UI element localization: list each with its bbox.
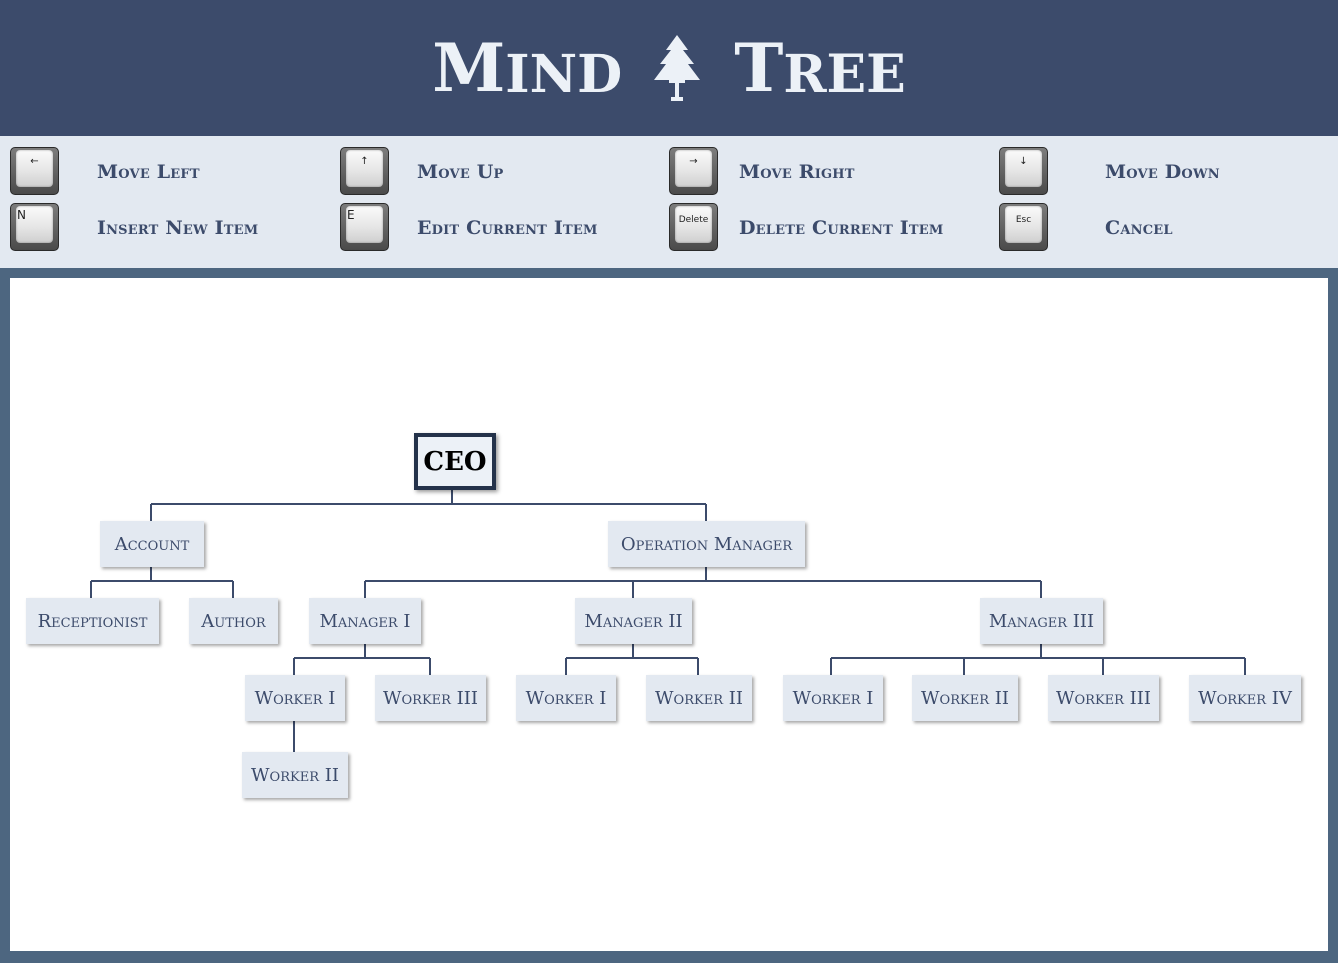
node-manager-i[interactable]: Manager I [309, 598, 421, 644]
shortcut-label: Move Left [97, 161, 200, 183]
mind-map-canvas[interactable]: CEO Account Operation Manager Receptioni… [10, 278, 1328, 951]
node-account[interactable]: Account [100, 521, 204, 567]
key-glyph: N [17, 208, 26, 222]
esc-key-icon: Esc [999, 203, 1048, 251]
tree-connectors [90, 490, 1246, 752]
shortcut-label: Cancel [1105, 217, 1173, 239]
shortcut-legend: ← Move Left ↑ Move Up → Move Right ↓ Mov… [0, 136, 1338, 268]
node-worker-ii[interactable]: Worker II [646, 675, 752, 721]
arrow-up-key-icon: ↑ [340, 147, 389, 195]
key-glyph: ↓ [1019, 156, 1028, 167]
arrow-down-key-icon: ↓ [999, 147, 1048, 195]
key-glyph: Esc [1015, 215, 1032, 225]
key-glyph: → [689, 156, 698, 167]
connector-manager1-children [293, 644, 431, 675]
shortcut-move-down: ↓ Move Down [999, 147, 1329, 197]
shortcut-insert-new-item: N Insert New Item [10, 203, 340, 253]
title-initial: M [432, 29, 506, 107]
connector-manager3-children [830, 644, 1246, 675]
node-receptionist[interactable]: Receptionist [26, 598, 159, 644]
shortcut-label: Move Up [417, 161, 504, 183]
node-operation-manager[interactable]: Operation Manager [608, 521, 805, 567]
title-rest: REE [783, 44, 906, 105]
node-worker-iii[interactable]: Worker III [1048, 675, 1159, 721]
node-worker-ii[interactable]: Worker II [242, 752, 348, 798]
shortcut-label: Move Down [1105, 161, 1220, 183]
node-worker-iii[interactable]: Worker III [375, 675, 486, 721]
node-manager-ii[interactable]: Manager II [575, 598, 692, 644]
connector-manager2-children [565, 644, 699, 675]
shortcut-cancel: Esc Cancel [999, 203, 1329, 253]
shortcut-label: Edit Current Item [417, 217, 598, 239]
e-key-icon: E [340, 203, 389, 251]
key-glyph: ← [30, 156, 39, 167]
connector-ceo-children [150, 490, 707, 521]
key-glyph: ↑ [360, 156, 369, 167]
pine-tree-icon [654, 35, 701, 101]
node-worker-i[interactable]: Worker I [516, 675, 616, 721]
shortcut-move-up: ↑ Move Up [340, 147, 670, 197]
node-ceo[interactable]: CEO [414, 433, 496, 490]
node-worker-iv[interactable]: Worker IV [1189, 675, 1301, 721]
arrow-left-key-icon: ← [10, 147, 59, 195]
shortcut-label: Insert New Item [97, 217, 259, 239]
node-worker-ii[interactable]: Worker II [912, 675, 1018, 721]
n-key-icon: N [10, 203, 59, 251]
node-manager-iii[interactable]: Manager III [980, 598, 1103, 644]
node-worker-i[interactable]: Worker I [245, 675, 345, 721]
title-initial: T [734, 29, 784, 107]
shortcut-move-right: → Move Right [669, 147, 999, 197]
delete-key-icon: Delete [669, 203, 718, 251]
node-author[interactable]: Author [189, 598, 278, 644]
title-rest: IND [505, 44, 623, 105]
shortcut-edit-current-item: E Edit Current Item [340, 203, 670, 253]
key-glyph: Delete [678, 215, 709, 225]
shortcut-move-left: ← Move Left [10, 147, 340, 197]
connector-opmanager-children [364, 567, 1042, 598]
shortcut-label: Move Right [739, 161, 855, 183]
shortcut-delete-current-item: Delete Delete Current Item [669, 203, 999, 253]
connector-account-children [90, 567, 234, 598]
shortcut-label: Delete Current Item [739, 217, 944, 239]
arrow-right-key-icon: → [669, 147, 718, 195]
key-glyph: E [347, 208, 355, 222]
node-worker-i[interactable]: Worker I [783, 675, 883, 721]
